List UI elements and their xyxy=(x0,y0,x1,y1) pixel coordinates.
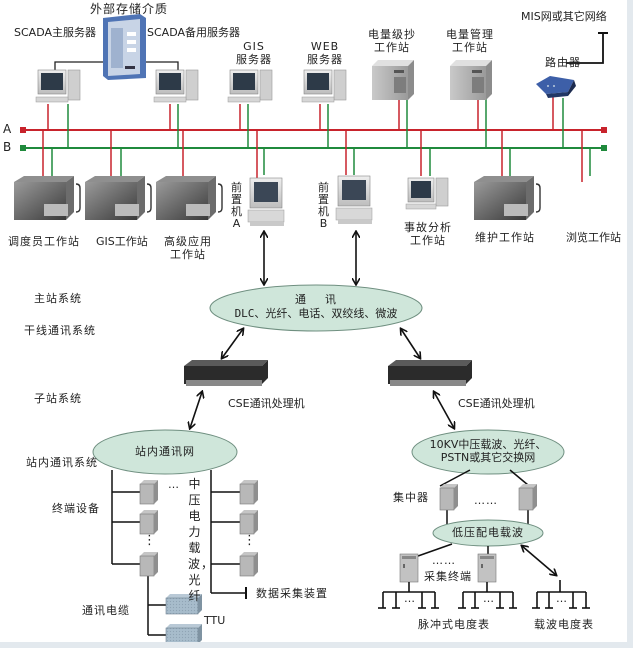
advanced-label-line1: 高级应用 xyxy=(164,235,212,248)
terminal-box-icons xyxy=(139,480,258,577)
rack-maintain-icon xyxy=(474,176,541,220)
meter-read-label-line1: 电量级抄 xyxy=(368,28,416,41)
frontend-b-label: 前置机B xyxy=(318,181,330,230)
daq-label: 数据采集装置 xyxy=(256,587,328,600)
collector-terminal-icons xyxy=(399,553,497,583)
fault-analysis-label: 事故分析 工作站 xyxy=(398,221,458,247)
pulse-meter-label: 脉冲式电度表 xyxy=(418,618,490,631)
rack-gis-ws-icon xyxy=(85,176,152,220)
fault-analysis-label-line2: 工作站 xyxy=(410,234,446,247)
mv-net-ellipse xyxy=(411,429,565,475)
bus-lines xyxy=(20,127,607,151)
fault-analysis-label-line1: 事故分析 xyxy=(404,221,452,234)
meter-trees xyxy=(378,580,590,609)
rack-advanced-icon xyxy=(156,176,223,220)
storage-links xyxy=(54,61,179,72)
pc-fault-analysis-icon xyxy=(405,177,449,210)
advanced-label-line2: 工作站 xyxy=(170,248,206,261)
advanced-label: 高级应用 工作站 xyxy=(160,235,216,261)
storage-cabinet-icon xyxy=(103,14,146,80)
comm-media: DLC、光纤、电话、双绞线、微波 xyxy=(234,307,398,320)
router-icon xyxy=(536,76,576,98)
carrier-label: 中压电力载波，光纤 xyxy=(188,477,215,603)
meter-mgmt-label: 电量管理 工作站 xyxy=(442,28,498,54)
tower-meter-read-icon xyxy=(372,60,414,100)
left-vdots-2: ⋮ xyxy=(243,533,257,548)
level-cable-label: 通讯电缆 xyxy=(82,604,130,617)
upper-drops xyxy=(47,96,564,148)
meter-read-label: 电量级抄 工作站 xyxy=(364,28,420,54)
comm-title: 通 讯 xyxy=(295,293,337,306)
left-terminal-tree xyxy=(111,470,247,636)
cse-processor-left-icon xyxy=(184,360,268,386)
concentrator-icons xyxy=(439,484,537,511)
lv-carrier-label: 低压配电载波 xyxy=(452,526,524,539)
cse-processor-right-icon xyxy=(388,360,472,386)
arrow-cse-left-intra xyxy=(190,392,202,428)
ttu-label: TTU xyxy=(204,614,226,627)
arrow-lv-carrier-meter xyxy=(522,546,556,575)
meter-mgmt-label-line1: 电量管理 xyxy=(446,28,494,41)
left-vdots-1: ⋮ xyxy=(143,533,157,548)
pc-scada-main-icon xyxy=(35,69,81,103)
right-hdots: …… xyxy=(474,494,498,507)
rack-dispatcher-icon xyxy=(14,176,81,220)
meter-read-label-line2: 工作站 xyxy=(374,41,410,54)
mis-link xyxy=(566,33,604,64)
browse-label: 浏览工作站 xyxy=(566,231,621,244)
level-terminal-label: 终端设备 xyxy=(52,502,100,515)
mis-label: MIS网或其它网络 xyxy=(521,10,607,23)
pc-frontend-b-icon xyxy=(335,175,373,224)
storage-label: 外部存储介质 xyxy=(90,2,169,16)
bus-b-label: B xyxy=(3,140,13,154)
meter-mgmt-label-line2: 工作站 xyxy=(452,41,488,54)
meter-dots-3: … xyxy=(556,592,568,605)
frontend-a-label: 前置机A xyxy=(231,181,243,230)
intra-net-ellipse xyxy=(92,429,238,475)
level-master-label: 主站系统 xyxy=(34,292,82,305)
pc-web-server-icon xyxy=(301,69,347,103)
cse-left-label: CSE通讯处理机 xyxy=(228,397,305,410)
gis-server-label-line1: GIS xyxy=(243,40,265,53)
gis-server-label: GIS 服务器 xyxy=(232,40,276,66)
router-label: 路由器 xyxy=(545,56,581,69)
level-substation-label: 子站系统 xyxy=(34,392,82,405)
scada-main-label: SCADA主服务器 xyxy=(14,26,96,39)
pc-gis-server-icon xyxy=(227,69,273,103)
cse-right-label: CSE通讯处理机 xyxy=(458,397,535,410)
mv-net-label: 10KV中压载波、光纤、 PSTN或其它交换网 xyxy=(414,438,562,464)
gis-ws-label: GIS工作站 xyxy=(96,235,148,248)
intra-net-label: 站内通讯网 xyxy=(135,445,195,458)
level-intra-label: 站内通讯系统 xyxy=(26,456,98,469)
arrow-comm-cse-left xyxy=(222,329,243,358)
concentrator-links xyxy=(439,469,529,524)
level-trunk-label: 干线通讯系统 xyxy=(24,324,96,337)
pc-frontend-a-icon xyxy=(247,177,285,226)
meter-dots-2: … xyxy=(483,592,495,605)
maintain-label: 维护工作站 xyxy=(475,231,535,244)
concentrator-label: 集中器 xyxy=(393,491,429,504)
web-server-label-line1: WEB xyxy=(310,40,340,53)
bus-a-label: A xyxy=(3,122,13,136)
collector-dots: …… xyxy=(432,554,456,567)
pc-scada-backup-icon xyxy=(153,69,199,103)
left-hdots: … xyxy=(168,478,180,491)
gis-server-label-line2: 服务器 xyxy=(236,53,272,66)
comm-ellipse xyxy=(209,284,423,332)
arrow-comm-cse-right xyxy=(401,329,420,358)
scada-backup-label: SCADA备用服务器 xyxy=(147,26,240,39)
web-server-label: WEB 服务器 xyxy=(302,40,348,66)
mv-net-label-line2: PSTN或其它交换网 xyxy=(440,451,536,464)
tower-meter-mgmt-icon xyxy=(450,60,492,100)
lower-drops xyxy=(42,130,591,182)
dispatcher-label: 调度员工作站 xyxy=(8,235,80,248)
carrier-meter-label: 载波电度表 xyxy=(534,618,594,631)
meter-dots-1: … xyxy=(404,592,416,605)
collector-label: 采集终端 xyxy=(424,570,472,583)
web-server-label-line2: 服务器 xyxy=(307,53,343,66)
mv-net-label-line1: 10KV中压载波、光纤、 xyxy=(429,438,547,451)
arrow-cse-right-net xyxy=(434,392,454,428)
